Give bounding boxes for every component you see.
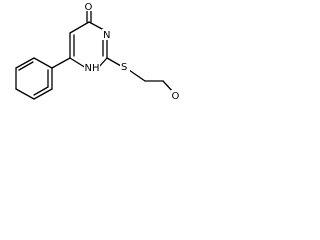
bond-c6-phenyl	[51, 57, 71, 69]
bonds	[15, 9, 181, 101]
bond-ph1-e	[33, 88, 53, 100]
oxygen-ether-label: O	[172, 91, 180, 102]
bond-ph1-d	[15, 88, 35, 100]
bond-ph1-a	[33, 57, 53, 69]
sulfur-label: S	[121, 62, 127, 73]
bond-c6-n1	[69, 57, 87, 69]
bond-ph1-inner-2	[33, 86, 49, 96]
bond-s-ch2	[128, 69, 146, 82]
nh-label: NH	[85, 63, 100, 74]
oxygen-carbonyl-bg	[84, 1, 94, 11]
bond-c4-c5	[69, 21, 90, 34]
nh-bg	[84, 62, 100, 73]
bond-ph1-b	[15, 57, 35, 69]
oxygen-carbonyl-label: O	[85, 2, 93, 13]
bond-c2-s	[106, 57, 122, 67]
bond-ph1-inner-1	[18, 61, 34, 71]
atom-labels: O N NH S O	[84, 1, 181, 102]
oxygen-ether-bg	[171, 90, 181, 101]
nitrogen-ring-bg	[102, 29, 112, 40]
bond-n3-c4	[88, 21, 105, 31]
chemical-structure-diagram: O N NH S O	[15, 1, 181, 102]
nitrogen-ring-label: N	[103, 30, 110, 41]
sulfur-bg	[120, 61, 130, 72]
